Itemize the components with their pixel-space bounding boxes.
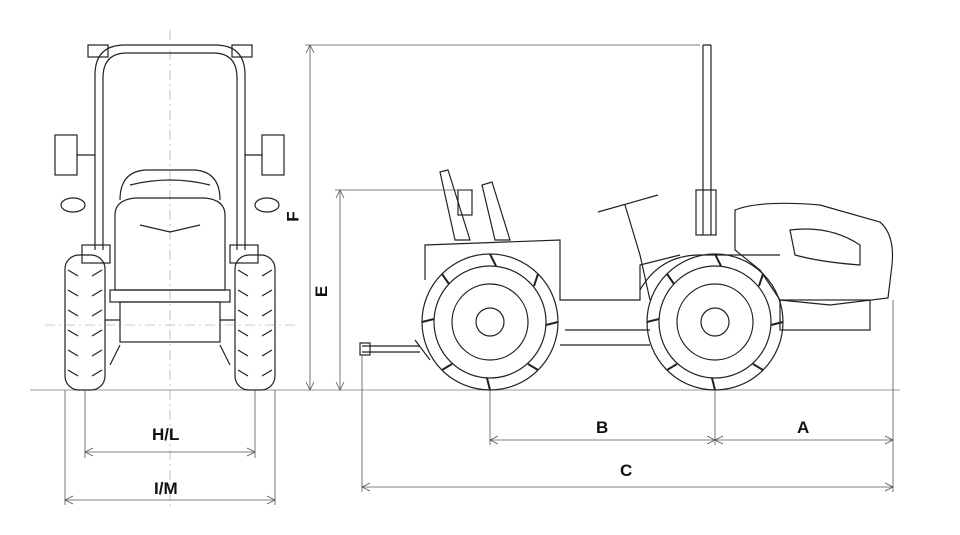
dimension-label-c: C	[620, 461, 633, 480]
side-view	[359, 44, 894, 391]
dimension-label-im: I/M	[154, 479, 178, 498]
dimension-label-f: F	[283, 211, 303, 222]
front-view	[54, 44, 285, 391]
dimension-label-e: E	[312, 285, 332, 298]
dimension-lines	[64, 44, 894, 505]
dimension-label-a: A	[797, 418, 810, 437]
dimension-label-b: B	[596, 418, 609, 437]
dimension-label-hl: H/L	[152, 425, 180, 444]
